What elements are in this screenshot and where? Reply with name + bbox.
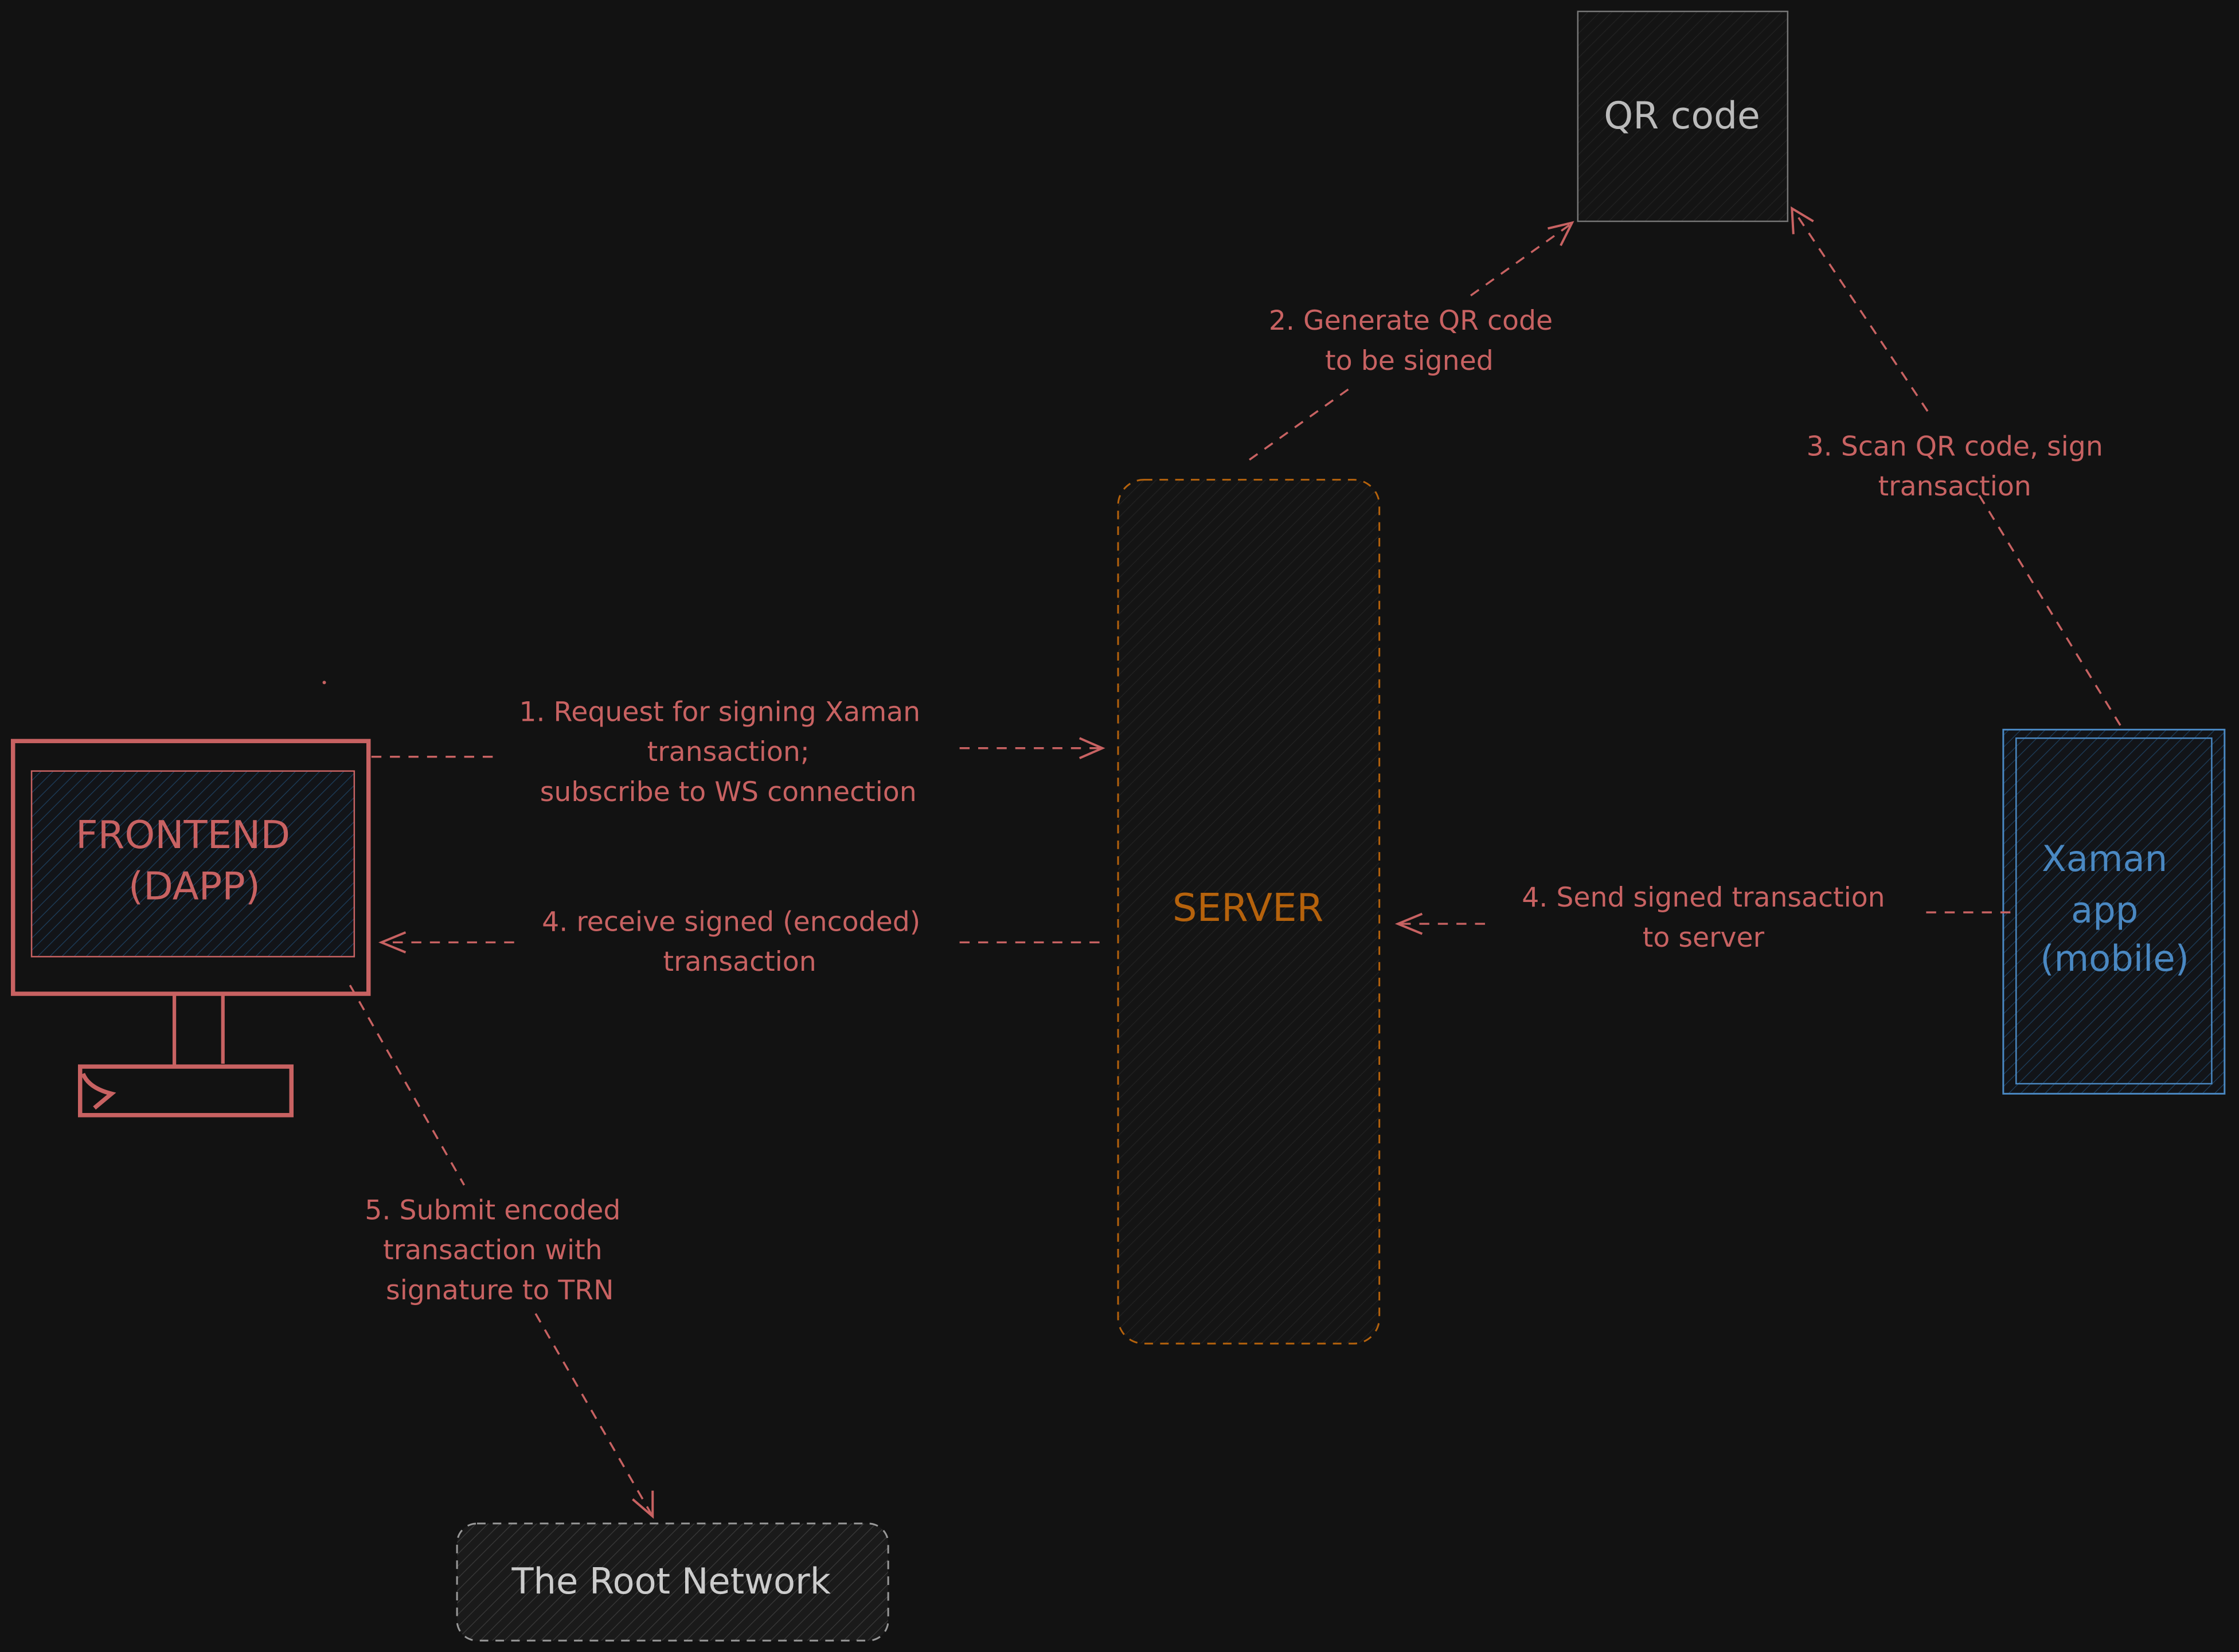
arrowhead-icon xyxy=(632,1490,654,1519)
frontend-label-line1: FRONTEND xyxy=(76,813,290,857)
step1-label-line1: 1. Request for signing Xaman xyxy=(519,696,920,728)
step1-label-line3: subscribe to WS connection xyxy=(540,776,917,808)
root-network-box xyxy=(456,1522,889,1642)
arrowhead-icon xyxy=(1548,221,1574,247)
step4-receive-label-line1: 4. receive signed (encoded) xyxy=(542,907,920,938)
monitor-base xyxy=(78,1064,294,1118)
step5-label-line2: transaction with xyxy=(383,1235,603,1266)
frontend-label-line2: (DAPP) xyxy=(128,864,260,909)
phone-screen xyxy=(2015,737,2213,1085)
step5-label-line3: signature to TRN xyxy=(386,1275,614,1306)
frontend-node[interactable]: FRONTEND (DAPP) xyxy=(10,739,371,1118)
step4-send-label-line2: to server xyxy=(1643,922,1765,954)
arrowhead-icon xyxy=(378,931,407,954)
monitor-frame xyxy=(10,739,371,996)
step3-label-line2: transaction xyxy=(1878,471,2031,502)
step1-label-line2: transaction; xyxy=(647,736,810,768)
xaman-label-line3: (mobile) xyxy=(2040,938,2189,979)
xaman-label-line1: Xaman xyxy=(2042,838,2167,880)
phone-outer xyxy=(2002,728,2226,1095)
qr-code-node[interactable]: QR code xyxy=(1577,10,1789,222)
arrow-step4-send: 4. Send signed transaction to server xyxy=(1394,882,2011,954)
qr-code-box xyxy=(1577,10,1789,222)
arrow-step5: 5. Submit encoded transaction with signa… xyxy=(349,985,654,1519)
arrowhead-icon xyxy=(1791,206,1814,235)
root-network-label: The Root Network xyxy=(511,1560,830,1602)
arrow-step3: 3. Scan QR code, sign transaction xyxy=(1791,206,2121,726)
arrow-step4-receive: 4. receive signed (encoded) transaction xyxy=(378,907,1100,978)
root-network-node[interactable]: The Root Network xyxy=(456,1522,889,1642)
server-box xyxy=(1117,479,1381,1345)
monitor-screen xyxy=(30,770,355,958)
server-label: SERVER xyxy=(1173,885,1323,930)
step3-label-line1: 3. Scan QR code, sign xyxy=(1807,431,2103,462)
arrowhead-icon xyxy=(1079,737,1105,760)
step2-label-line1: 2. Generate QR code xyxy=(1269,305,1553,337)
step5-label-line1: 5. Submit encoded xyxy=(365,1195,620,1227)
xaman-label-line2: app xyxy=(2071,889,2138,931)
step4-receive-label-line2: transaction xyxy=(663,946,816,978)
xaman-app-node[interactable]: Xaman app (mobile) xyxy=(2002,728,2226,1095)
monitor-base-mark xyxy=(81,1072,116,1110)
step4-send-label-line1: 4. Send signed transaction xyxy=(1522,882,1885,913)
arrow-step1: 1. Request for signing Xaman transaction… xyxy=(371,696,1105,808)
step2-label-line2: to be signed xyxy=(1325,345,1494,377)
arrow-step2: 2. Generate QR code to be signed xyxy=(1249,221,1574,461)
server-node[interactable]: SERVER xyxy=(1117,479,1381,1345)
qr-code-label: QR code xyxy=(1604,95,1760,138)
stray-dot xyxy=(322,681,326,685)
arrowhead-icon xyxy=(1394,912,1423,935)
